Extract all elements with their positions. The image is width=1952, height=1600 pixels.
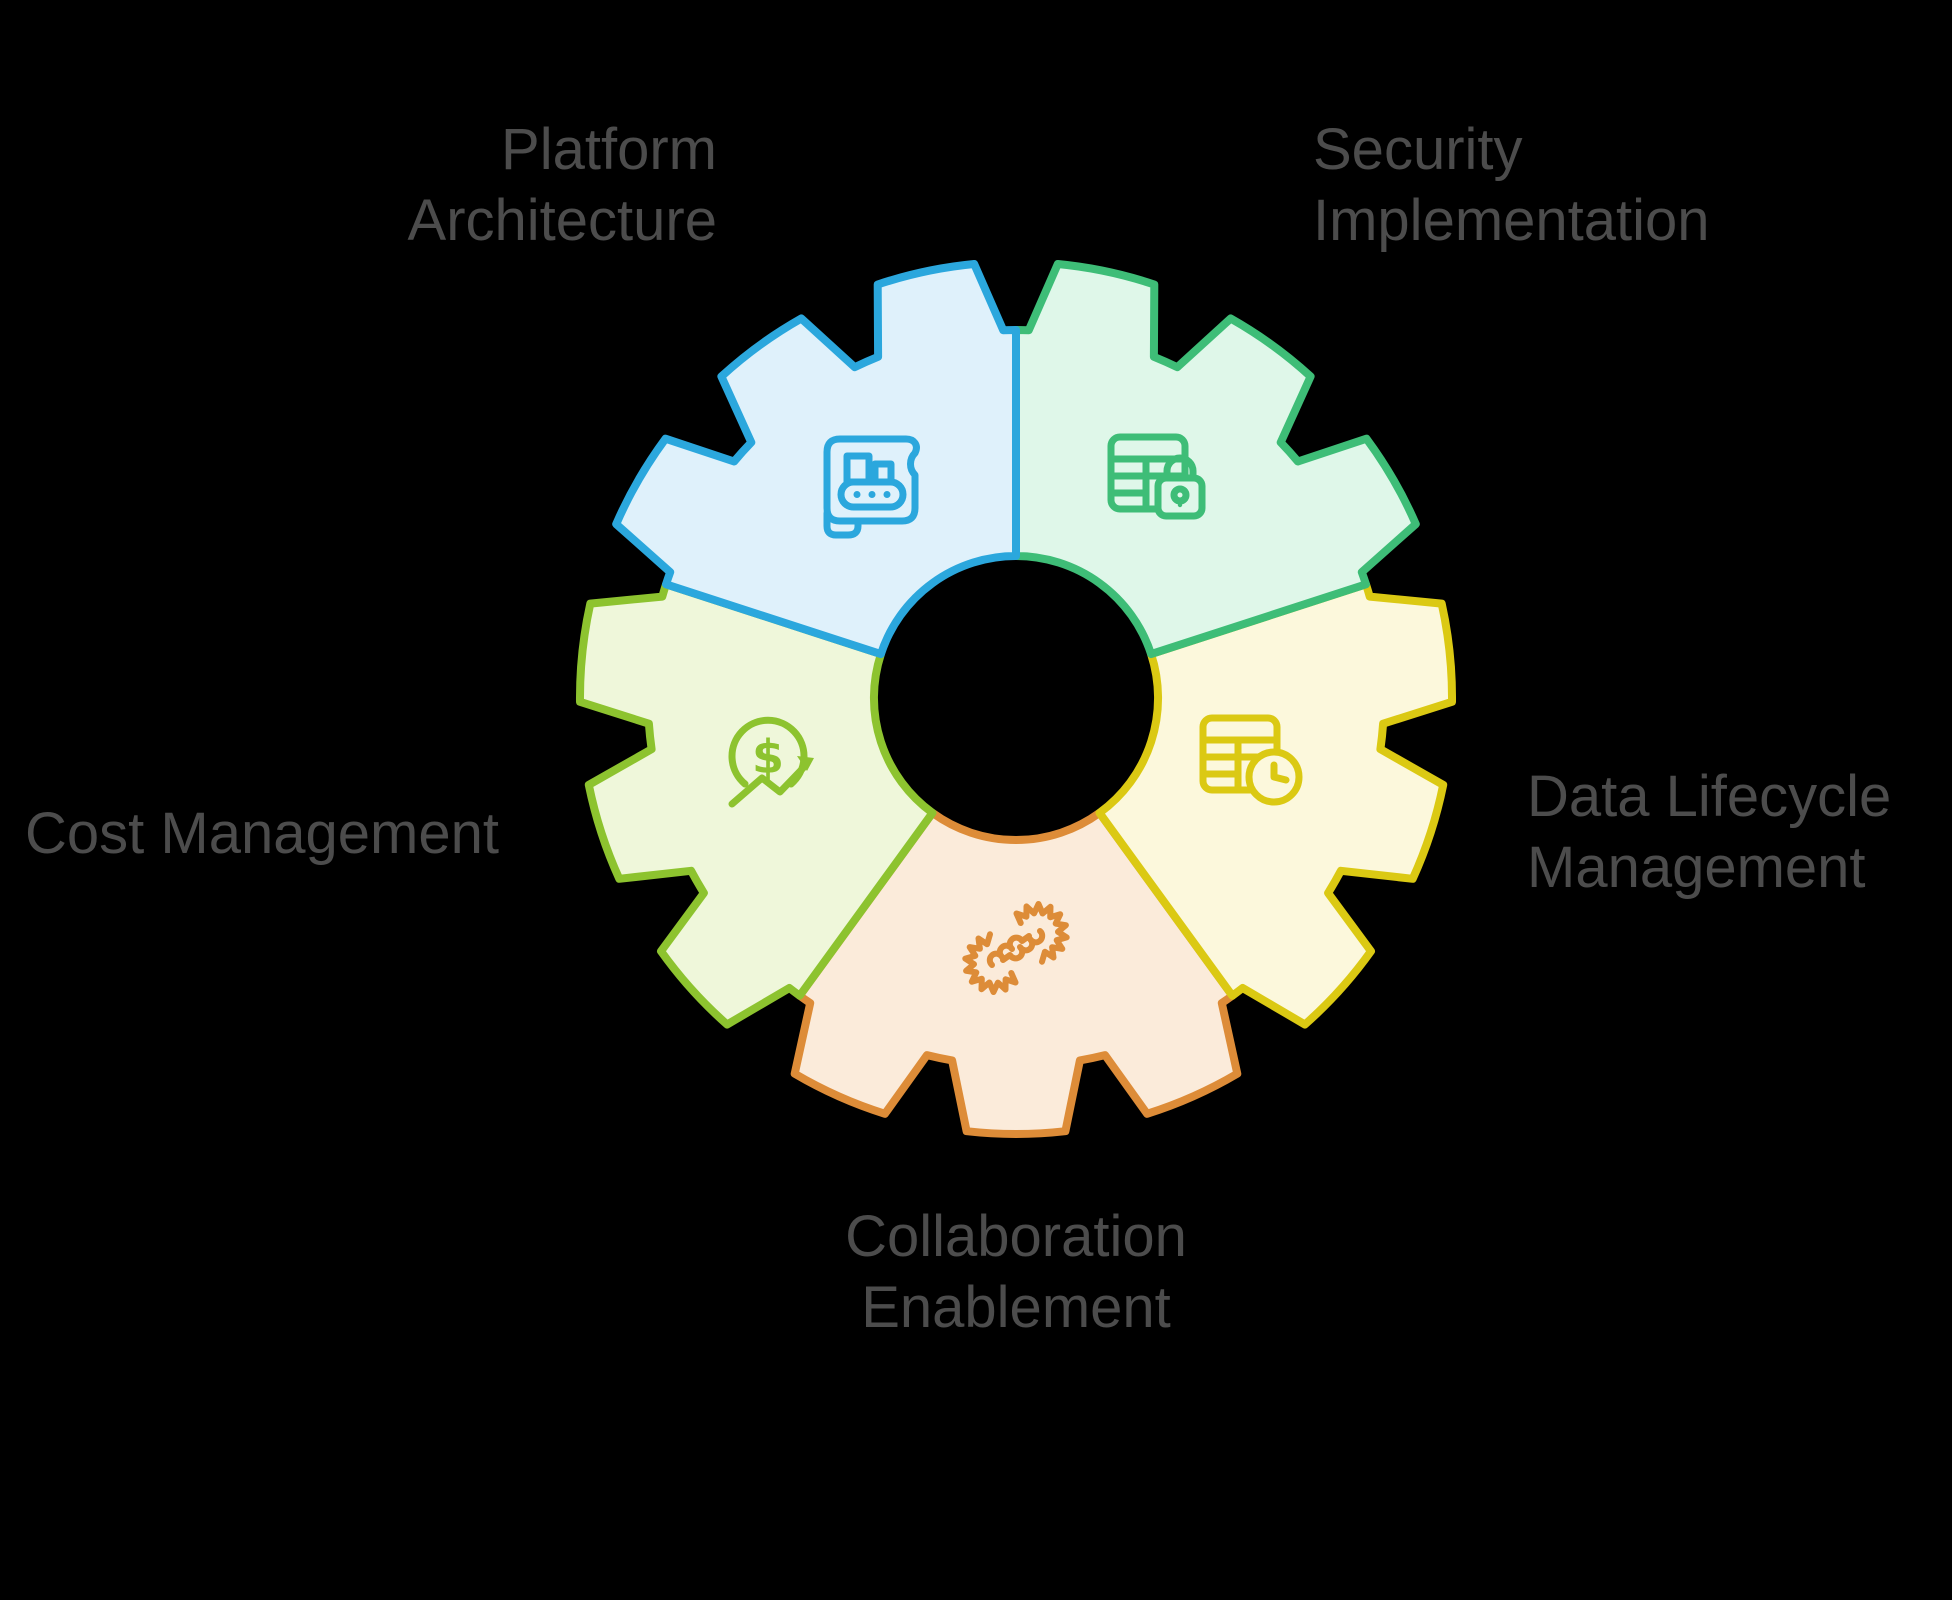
table-clock-icon <box>1199 714 1303 806</box>
gear-segment-collaboration <box>790 808 1242 1139</box>
label-platform-architecture: Platform Architecture <box>117 114 717 256</box>
label-security-implementation: Security Implementation <box>1313 114 1952 256</box>
label-line: Collaboration <box>845 1204 1187 1269</box>
label-line: Security <box>1313 117 1523 182</box>
gear-segment-cost <box>575 580 937 1029</box>
label-line: Data Lifecycle <box>1527 764 1892 829</box>
table-lock-icon <box>1107 433 1206 520</box>
label-line: Enablement <box>861 1275 1171 1340</box>
blueprint-conveyor-icon <box>823 435 920 539</box>
label-cost-management: Cost Management <box>12 798 512 869</box>
gear-segment-platform <box>612 260 1020 659</box>
dollar-growth-icon: $ <box>728 716 814 808</box>
gear-segment-security <box>1012 260 1420 659</box>
svg-text:$: $ <box>752 730 784 784</box>
label-collaboration-enablement: Collaboration Enablement <box>666 1201 1366 1343</box>
label-line: Architecture <box>407 188 717 253</box>
label-data-lifecycle-management: Data Lifecycle Management <box>1527 761 1952 903</box>
label-line: Implementation <box>1313 188 1710 253</box>
handshake-gears-icon <box>962 901 1070 995</box>
label-line: Cost Management <box>25 801 499 866</box>
label-line: Management <box>1527 835 1866 900</box>
label-line: Platform <box>501 117 717 182</box>
